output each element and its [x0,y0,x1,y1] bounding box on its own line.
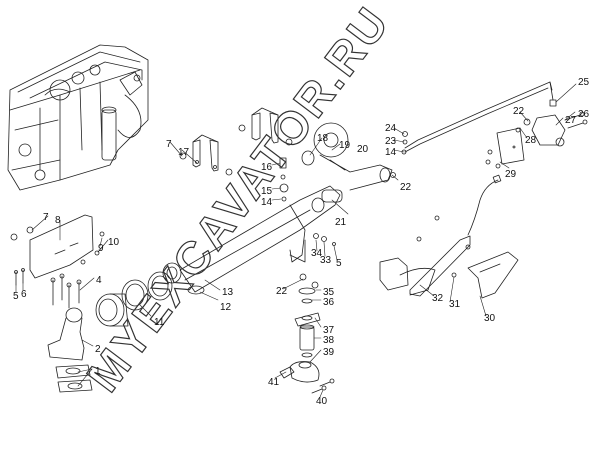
callout-30: 30 [484,313,496,324]
bolts-4 [14,268,82,309]
callout-7: 7 [43,212,49,223]
callout-17: 17 [178,147,190,158]
bracket-upper [238,107,293,146]
callout-33: 33 [320,255,332,266]
callout-32: 32 [432,293,444,304]
callout-20: 20 [357,144,369,155]
callout-7: 7 [166,139,172,150]
turbo-elbow-pipe [301,122,393,213]
callout-14: 14 [385,147,397,158]
callout-22: 22 [276,286,288,297]
callout-29: 29 [505,169,517,180]
bracket-17 [179,134,233,176]
callout-5: 5 [13,291,19,302]
leader-lines [15,83,577,398]
callout-18: 18 [317,133,329,144]
heat-shield-8 [10,214,105,279]
callout-41: 41 [268,377,280,388]
bracket-32-shield-30 [379,174,519,299]
callout-12: 12 [220,302,232,313]
callout-28: 28 [525,135,537,146]
engine-block-illustration [7,44,149,191]
callout-21: 21 [335,217,347,228]
callout-23: 23 [385,136,397,147]
callout-4: 4 [96,275,102,286]
callout-1: 1 [95,366,101,377]
callout-11: 11 [154,317,165,328]
callout-39: 39 [323,347,335,358]
callout-13: 13 [222,287,234,298]
callout-26: 26 [578,109,590,120]
watermark-text: MYEXCAVATOR.RU [76,0,399,401]
callout-40: 40 [316,396,328,407]
callout-38: 38 [323,335,335,346]
fuel-line-and-pump [390,81,588,178]
callout-35: 35 [323,287,335,298]
callout-31: 31 [449,299,461,310]
callout-36: 36 [323,297,335,308]
callout-19: 19 [339,140,351,151]
callout-27: 27 [565,115,577,126]
callout-37: 37 [323,325,335,336]
clamp-rings [95,271,205,327]
callout-9: 9 [98,243,104,254]
callout-24: 24 [385,123,397,134]
callout-2: 2 [95,344,101,355]
callout-14: 14 [261,197,273,208]
inlet-elbow-2 [47,307,93,393]
callout-25: 25 [578,77,590,88]
callout-22: 22 [400,182,412,193]
riser-pipe-assembly [279,233,336,394]
callout-22: 22 [513,106,525,117]
callout-15: 15 [261,186,273,197]
callout-34: 34 [311,248,323,259]
callout-5: 5 [336,258,342,269]
callout-8: 8 [55,215,61,226]
watermark: MYEXCAVATOR.RU [76,0,400,402]
callout-10: 10 [108,237,120,248]
callout-16: 16 [261,162,273,173]
callout-6: 6 [21,289,27,300]
